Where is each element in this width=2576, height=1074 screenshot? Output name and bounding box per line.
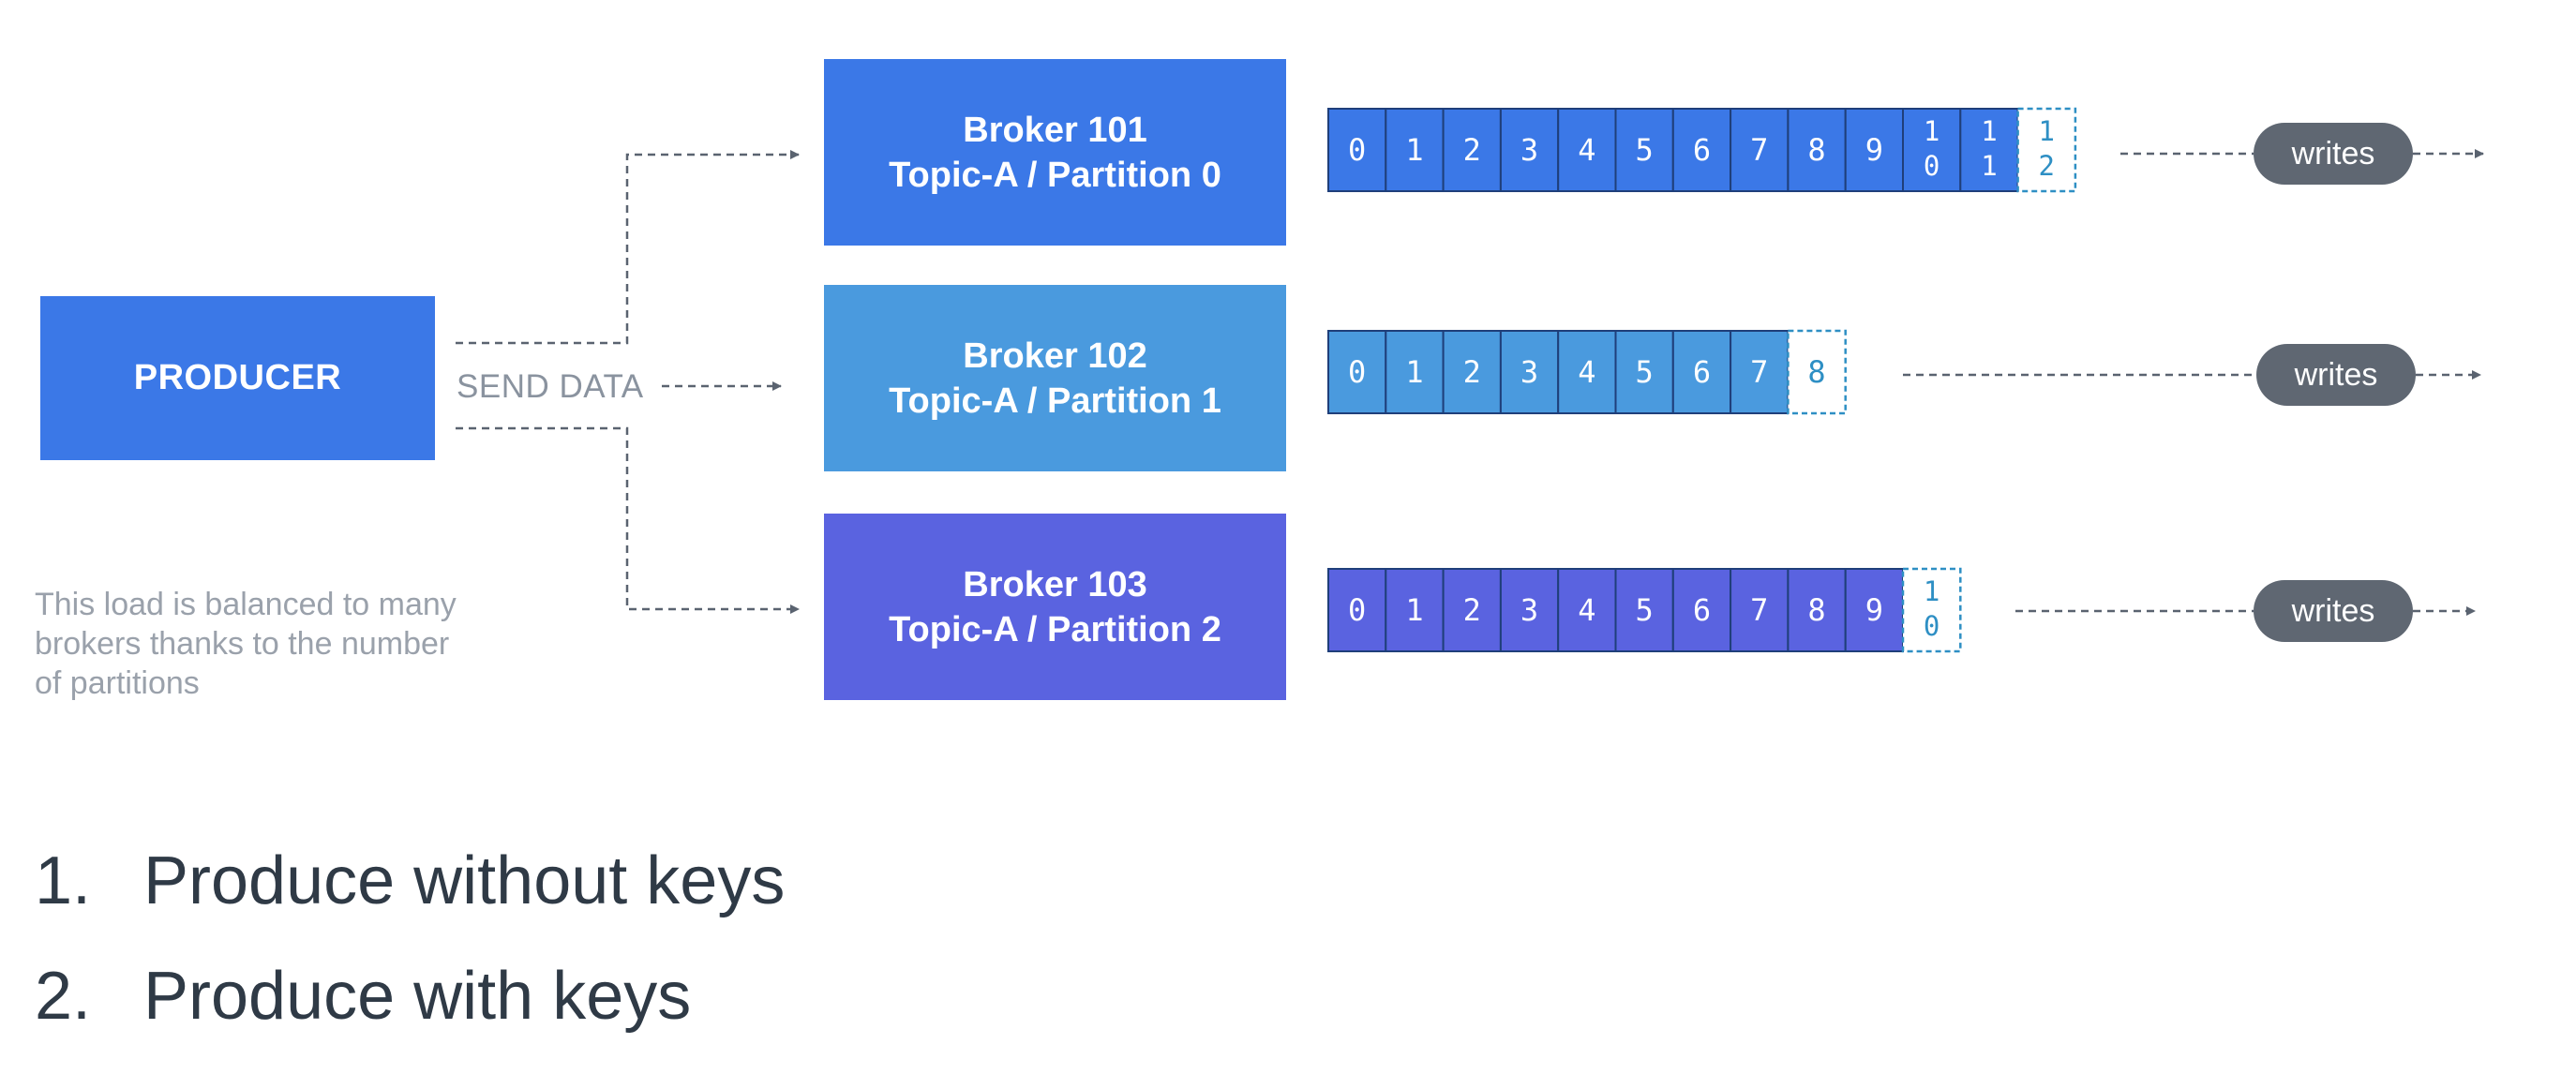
offset-label: 8 bbox=[1807, 132, 1825, 168]
offset-label: 1 bbox=[1405, 354, 1423, 390]
offset-cell bbox=[1557, 108, 1617, 192]
offset-cell bbox=[1614, 330, 1674, 414]
writes-badge-1: writes bbox=[2256, 344, 2416, 406]
broker-partition: Topic-A / Partition 1 bbox=[889, 380, 1221, 421]
offset-cell bbox=[1730, 568, 1790, 652]
arrow-to-broker-101 bbox=[456, 150, 800, 345]
offset-label: 3 bbox=[1520, 354, 1538, 390]
offset-label: 5 bbox=[1636, 592, 1654, 628]
offset-cell bbox=[1327, 568, 1387, 652]
writes-label: writes bbox=[2291, 592, 2375, 629]
offset-cell bbox=[1614, 108, 1674, 192]
offset-cell bbox=[1844, 568, 1904, 652]
next-offset-label: 8 bbox=[1807, 354, 1825, 390]
list-item: 2. Produce with keys bbox=[35, 954, 691, 1038]
offset-label: 0 bbox=[1348, 132, 1366, 168]
offset-cell bbox=[1557, 568, 1617, 652]
offset-cell bbox=[1385, 568, 1445, 652]
broker-partition: Topic-A / Partition 0 bbox=[889, 155, 1221, 195]
balance-note: This load is balanced to many brokers th… bbox=[35, 587, 457, 701]
offset-label: 6 bbox=[1693, 354, 1711, 390]
offset-label: 1 bbox=[1405, 592, 1423, 628]
offset-label: 0 bbox=[1348, 592, 1366, 628]
next-offset-cell bbox=[1787, 329, 1847, 415]
next-offset-cell bbox=[2016, 107, 2077, 193]
producer-box: PRODUCER bbox=[40, 296, 435, 460]
next-offset-cell bbox=[1901, 567, 1962, 653]
offset-label: 9 bbox=[1865, 592, 1883, 628]
list-text: Produce with keys bbox=[143, 959, 692, 1034]
broker-102-box: Broker 102 Topic-A / Partition 1 bbox=[824, 285, 1286, 471]
broker-title: Broker 101 bbox=[963, 110, 1147, 150]
offset-label: 7 bbox=[1750, 132, 1768, 168]
offset-label: 8 bbox=[1807, 592, 1825, 628]
offset-cell bbox=[1730, 330, 1790, 414]
offset-label: 2 bbox=[1463, 354, 1481, 390]
offset-label: 7 bbox=[1750, 354, 1768, 390]
writes-badge-2: writes bbox=[2254, 580, 2413, 642]
offset-label: 6 bbox=[1693, 592, 1711, 628]
list-text: Produce without keys bbox=[143, 843, 786, 918]
offset-cell bbox=[1499, 568, 1560, 652]
offset-label: 4 bbox=[1578, 354, 1595, 390]
broker-partition: Topic-A / Partition 2 bbox=[889, 609, 1221, 649]
broker-title: Broker 103 bbox=[963, 564, 1147, 604]
offset-cell bbox=[1385, 108, 1445, 192]
writes-label: writes bbox=[2294, 356, 2378, 393]
offset-label: 1 bbox=[1405, 132, 1423, 168]
offset-label: 4 bbox=[1578, 132, 1595, 168]
offset-label: 7 bbox=[1750, 592, 1768, 628]
writes-badge-0: writes bbox=[2254, 123, 2413, 185]
offset-cell bbox=[1614, 568, 1674, 652]
offset-label: 2 bbox=[1463, 592, 1481, 628]
offset-label: 3 bbox=[1520, 132, 1538, 168]
offset-cell bbox=[1499, 108, 1560, 192]
offset-label: 9 bbox=[1865, 132, 1883, 168]
producer-label: PRODUCER bbox=[133, 358, 342, 397]
offset-cell bbox=[1787, 568, 1847, 652]
offset-cell bbox=[1730, 108, 1790, 192]
list-item: 1. Produce without keys bbox=[35, 839, 785, 923]
offset-label: 6 bbox=[1693, 132, 1711, 168]
offset-cell bbox=[1442, 568, 1502, 652]
offset-label: 4 bbox=[1578, 592, 1595, 628]
writes-label: writes bbox=[2291, 135, 2375, 172]
partition-log-1: 0 1 2 3 4 5 6 7 8 bbox=[1327, 329, 1847, 415]
send-data-label: SEND DATA bbox=[457, 368, 644, 405]
broker-103-box: Broker 103 Topic-A / Partition 2 bbox=[824, 514, 1286, 700]
offset-label: 2 bbox=[1463, 132, 1481, 168]
offset-label: 3 bbox=[1520, 592, 1538, 628]
offset-cell bbox=[1499, 330, 1560, 414]
broker-101-box: Broker 101 Topic-A / Partition 0 bbox=[824, 59, 1286, 246]
offset-cell bbox=[1671, 108, 1732, 192]
offset-cell bbox=[1327, 108, 1387, 192]
list-number: 2. bbox=[35, 959, 92, 1034]
offset-label: 0 bbox=[1348, 354, 1366, 390]
arrow-to-broker-103 bbox=[456, 426, 800, 614]
offset-cell bbox=[1902, 108, 1962, 192]
offset-label: 5 bbox=[1636, 132, 1654, 168]
offset-label: 5 bbox=[1636, 354, 1654, 390]
broker-title: Broker 102 bbox=[963, 336, 1147, 376]
offset-cell bbox=[1442, 108, 1502, 192]
list-number: 1. bbox=[35, 843, 92, 918]
offset-cell bbox=[1671, 330, 1732, 414]
